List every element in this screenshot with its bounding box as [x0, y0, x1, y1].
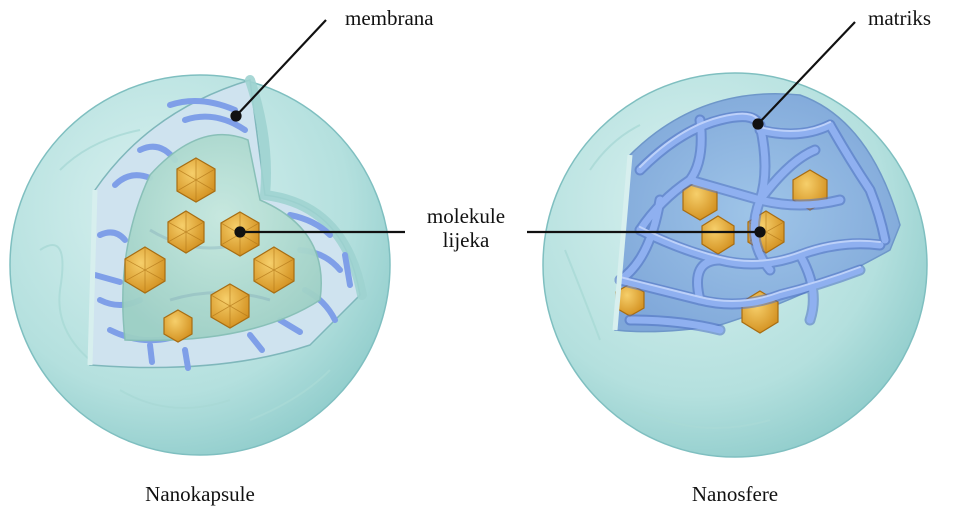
membrane-leader-dot: [232, 112, 241, 121]
nanosphere-illustration: [543, 73, 927, 457]
drug-molecules-label: molekule lijeka: [405, 204, 527, 252]
nanocapsule-illustration: [10, 75, 390, 455]
matrix-label: matriks: [868, 6, 931, 30]
drug-label-line2: lijeka: [405, 228, 527, 252]
nanosphere-caption: Nanosfere: [635, 482, 835, 506]
drug-leader-dot-left: [236, 228, 245, 237]
drug-leader-dot-right: [756, 228, 765, 237]
nanocapsule-caption: Nanokapsule: [100, 482, 300, 506]
drug-label-line1: molekule: [405, 204, 527, 228]
membrane-label: membrana: [345, 6, 434, 30]
matrix-leader-dot: [754, 120, 763, 129]
